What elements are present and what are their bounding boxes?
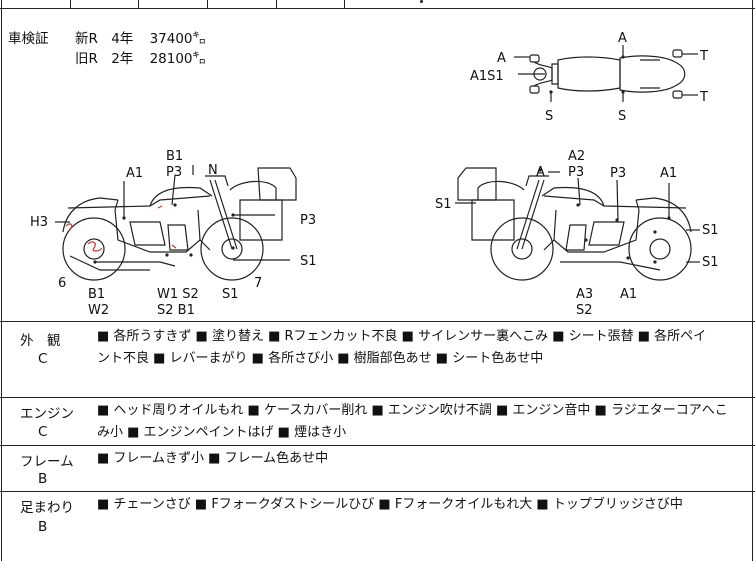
label-left-p3-right: P3 [300,213,316,228]
label-left-n: N [208,163,218,178]
label-right-s1-r1: S1 [702,223,719,238]
shaken-row-old: 旧R 2年 28100㌔ [75,49,206,69]
label-top-t-top: T [699,49,708,64]
label-left-7: 7 [254,276,262,291]
grade-value: B [38,471,48,487]
label-left-w2: W2 [88,303,109,318]
label-right-s2: S2 [576,303,593,318]
marker-dots [93,55,671,264]
shaken-km: 28100㌔ [149,51,207,67]
condition-notes: ■ フレームきず小 ■ フレーム色あせ中 [97,448,749,470]
shaken-label: 車検証 [8,31,49,47]
label-left-b1-top: B1 [166,149,183,164]
condition-row-exterior: 外 観 C ■ 各所うすきず ■ 塗り替え ■ Rフェンカット不良 ■ サイレン… [0,321,755,397]
grade-value: C [38,424,48,440]
shaken-type: 旧R [75,51,98,67]
condition-notes: ■ チェーンさび ■ Fフォークダストシールひび ■ Fフォークオイルもれ大 ■… [97,494,749,516]
label-right-s1-r2: S1 [702,255,719,270]
condition-notes: ■ 各所うすきず ■ 塗り替え ■ Rフェンカット不良 ■ サイレンサー裏へこみ… [97,326,749,370]
notes-line: み小 ■ エンジンペイントはげ ■ 煙はき小 [97,425,347,440]
label-top-a1s1: A1S1 [470,69,504,84]
notes-line: ■ ヘッド周りオイルもれ ■ ケースカバー削れ ■ エンジン吹け不調 ■ エンジ… [97,403,728,418]
label-left-p3-top: P3 [166,165,182,180]
damage-marks [65,205,177,252]
label-right-s1-left: S1 [435,197,452,212]
label-top-t-bottom: T [699,90,708,105]
shaken-row-new: 新R 4年 37400㌔ [75,29,206,49]
label-right-a3: A3 [576,287,593,302]
notes-line: ント不良 ■ レバーまがり ■ 各所さび小 ■ 樹脂部色あせ ■ シート色あせ中 [97,351,544,366]
label-right-a1-bottom: A1 [620,287,637,302]
motorcycle-damage-diagram: A A1S1 S A S T T B1 P3 N A1 H3 P3 S1 6 7… [30,31,719,318]
condition-notes: ■ ヘッド周りオイルもれ ■ ケースカバー削れ ■ エンジン吹け不調 ■ エンジ… [97,400,749,444]
label-left-6: 6 [58,276,66,291]
condition-row-frame: フレーム B ■ フレームきず小 ■ フレーム色あせ中 [0,445,755,493]
right-side-drawing [455,167,700,281]
label-left-w1s2: W1 S2 [157,287,199,302]
divider [0,397,755,398]
grade-value: C [38,351,48,367]
top-header-strip [0,0,755,10]
notes-line: ■ フレームきず小 ■ フレーム色あせ中 [97,451,329,466]
label-left-s1-right: S1 [300,254,317,269]
notes-line: ■ チェーンさび ■ Fフォークダストシールひび ■ Fフォークオイルもれ大 ■… [97,497,683,512]
notes-line: ■ 各所うすきず ■ 塗り替え ■ Rフェンカット不良 ■ サイレンサー裏へこみ… [97,329,707,344]
top-view-drawing [514,45,698,102]
condition-row-engine: エンジン C ■ ヘッド周りオイルもれ ■ ケースカバー削れ ■ エンジン吹け不… [0,397,755,450]
shaken-years: 2年 [111,51,134,67]
label-left-h3: H3 [30,215,48,230]
label-right-p3-a: P3 [568,165,584,180]
label-right-p3-b: P3 [610,166,626,181]
shaken-type: 新R [75,31,98,47]
label-right-a1-top: A1 [660,166,677,181]
label-top-s-mid: S [618,109,626,124]
divider [0,321,755,322]
label-left-b1-bottom: B1 [88,287,105,302]
category-label: フレーム [20,454,74,470]
label-left-a1: A1 [126,166,143,181]
divider [0,445,755,446]
category-label: 足まわり [20,500,74,516]
label-left-s2b1: S2 B1 [157,303,195,318]
divider [0,491,755,492]
label-top-a: A [618,31,627,46]
category-label: エンジン [20,406,74,422]
label-left-s1-bottom: S1 [222,287,239,302]
condition-row-suspension: 足まわり B ■ チェーンさび ■ Fフォークダストシールひび ■ Fフォークオ… [0,491,755,561]
label-top-s-left: S [545,109,553,124]
label-right-a: A [536,165,545,180]
shaken-km: 37400㌔ [149,31,207,47]
category-label: 外 観 [20,333,61,349]
left-side-drawing [55,165,297,281]
label-top-a-left: A [497,51,506,66]
grade-value: B [38,519,48,535]
label-right-a2: A2 [568,149,585,164]
shaken-years: 4年 [111,31,134,47]
